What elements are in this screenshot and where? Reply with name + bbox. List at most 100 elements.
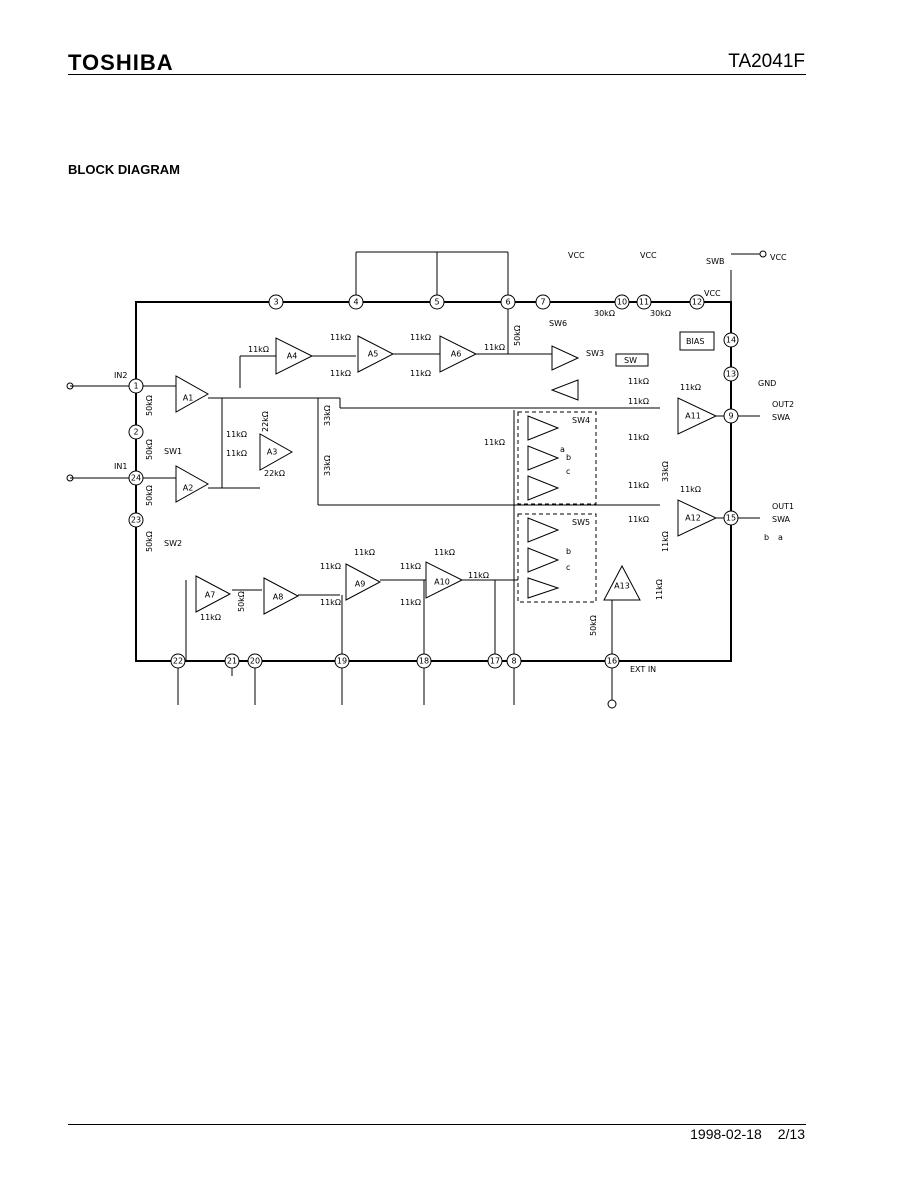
res-33k-out: 33kΩ	[661, 461, 670, 482]
pin-23: 23	[128, 512, 144, 528]
res-11k-a9-in: 11kΩ	[320, 562, 341, 571]
svg-text:11: 11	[639, 298, 649, 307]
label-sw4: SW4	[572, 416, 590, 425]
svg-text:3: 3	[273, 298, 278, 307]
svg-text:24: 24	[131, 474, 141, 483]
res-30k-b: 30kΩ	[650, 309, 671, 318]
label-a11: A11	[685, 412, 701, 421]
res-50k-pin6: 50kΩ	[513, 325, 522, 346]
svg-text:8: 8	[511, 657, 516, 666]
label-gnd: GND	[758, 379, 776, 388]
label-vcc-3: VCC	[704, 289, 721, 298]
label-a10: A10	[434, 578, 450, 587]
buffer-sw4-b	[527, 445, 560, 471]
pin-16: 16	[604, 653, 620, 669]
res-50k-pin23: 50kΩ	[145, 531, 154, 552]
res-33k-a: 33kΩ	[323, 405, 332, 426]
res-11k-a6-in: 11kΩ	[410, 333, 431, 342]
swa-a: a	[778, 533, 783, 542]
svg-text:14: 14	[726, 336, 736, 345]
svg-text:6: 6	[505, 298, 510, 307]
svg-text:2: 2	[133, 428, 138, 437]
header-rule	[68, 74, 806, 75]
svg-text:13: 13	[726, 370, 736, 379]
label-bias: BIAS	[686, 337, 704, 346]
amp-a3	[259, 433, 294, 471]
res-11k-a10-out: 11kΩ	[468, 571, 489, 580]
label-sw6: SW6	[549, 319, 567, 328]
svg-text:23: 23	[131, 516, 141, 525]
pin-20: 20	[247, 653, 263, 669]
res-11k-a4: 11kΩ	[248, 345, 269, 354]
res-11k-a3-in2: 11kΩ	[226, 449, 247, 458]
pin-12: 12	[689, 294, 705, 310]
res-33k-b: 33kΩ	[323, 455, 332, 476]
res-11k-a10-in: 11kΩ	[400, 562, 421, 571]
label-a13: A13	[614, 582, 630, 591]
pin-15: 15	[723, 510, 739, 526]
res-11k-a12-fb: 11kΩ	[680, 485, 701, 494]
pin-17: 17	[487, 653, 503, 669]
pin-9: 9	[723, 408, 739, 424]
res-50k-a13: 50kΩ	[589, 615, 598, 636]
sw4-a: a	[560, 445, 565, 454]
pin-2: 2	[128, 424, 144, 440]
res-11k-a10-fb: 11kΩ	[434, 548, 455, 557]
res-11k-a5-in: 11kΩ	[330, 333, 351, 342]
pin-18: 18	[416, 653, 432, 669]
res-50k-in1: 50kΩ	[145, 485, 154, 506]
amp-a1	[175, 375, 210, 413]
buffer-sw5-a	[527, 517, 560, 543]
svg-text:22: 22	[173, 657, 183, 666]
footer-rule	[68, 1124, 806, 1125]
amp-a10	[425, 561, 464, 599]
label-in1: IN1	[114, 462, 127, 471]
svg-text:1: 1	[133, 382, 138, 391]
pin-5: 5	[429, 294, 445, 310]
label-vcc-1: VCC	[568, 251, 585, 260]
label-a8: A8	[273, 593, 284, 602]
sw4-c: c	[566, 467, 570, 476]
res-11k-out-e: 11kΩ	[628, 515, 649, 524]
res-50k-in2: 50kΩ	[145, 395, 154, 416]
label-a12: A12	[685, 514, 701, 523]
svg-text:20: 20	[250, 657, 260, 666]
amp-a4	[275, 337, 314, 375]
label-vcc-4: VCC	[770, 253, 787, 262]
res-30k-a: 30kΩ	[594, 309, 615, 318]
svg-text:16: 16	[607, 657, 617, 666]
label-a4: A4	[287, 352, 298, 361]
pin-24: 24	[128, 470, 144, 486]
label-a2: A2	[183, 484, 194, 493]
res-50k-pin2: 50kΩ	[145, 439, 154, 460]
amp-a7	[195, 575, 232, 613]
amp-a6	[439, 335, 478, 373]
part-number: TA2041F	[728, 51, 805, 72]
res-22k-a3: 22kΩ	[261, 411, 270, 432]
amp-a12	[677, 499, 718, 537]
res-11k-a12-gnd: 11kΩ	[661, 531, 670, 552]
res-11k-out-b: 11kΩ	[628, 397, 649, 406]
label-a9: A9	[355, 580, 366, 589]
res-11k-a6-fb: 11kΩ	[410, 369, 431, 378]
pin-7: 7	[535, 294, 551, 310]
label-sw1: SW1	[164, 447, 182, 456]
amp-a5	[357, 335, 395, 373]
amp-a9	[345, 563, 382, 601]
section-title: BLOCK DIAGRAM	[68, 162, 180, 177]
res-11k-out-a: 11kΩ	[628, 377, 649, 386]
label-sw-box: SW	[624, 356, 637, 365]
label-out1: OUT1	[772, 502, 794, 511]
res-11k-a3-in: 11kΩ	[226, 430, 247, 439]
label-sw3: SW3	[586, 349, 604, 358]
res-11k-out-c: 11kΩ	[628, 433, 649, 442]
brand-logo: TOSHIBA	[68, 50, 174, 75]
label-in2: IN2	[114, 371, 127, 380]
pin-3: 3	[268, 294, 284, 310]
svg-text:7: 7	[540, 298, 545, 307]
label-sw2: SW2	[164, 539, 182, 548]
svg-text:18: 18	[419, 657, 429, 666]
svg-text:4: 4	[353, 298, 358, 307]
